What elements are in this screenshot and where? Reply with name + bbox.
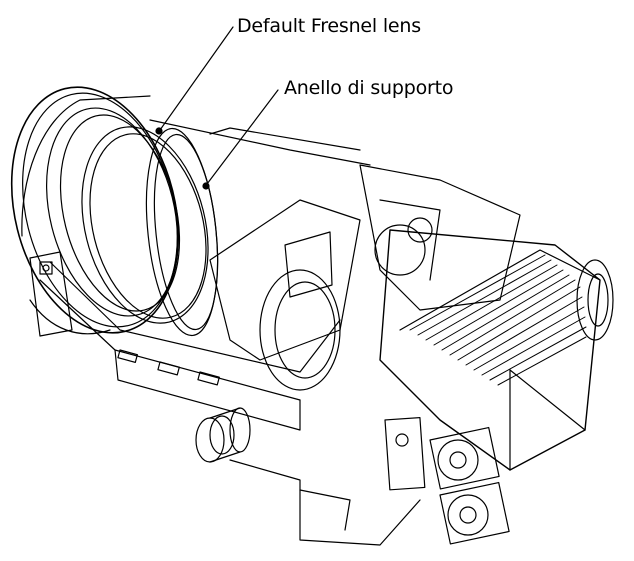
front-bracket bbox=[29, 251, 73, 337]
support-ring-label: Anello di supporto bbox=[284, 77, 454, 99]
fan-upper bbox=[429, 426, 500, 490]
ring-leader-line bbox=[206, 89, 279, 185]
cooling-fins bbox=[409, 254, 587, 386]
fresnel-lens bbox=[81, 126, 209, 324]
connector-knob bbox=[195, 407, 251, 463]
lower-assembly bbox=[229, 416, 426, 546]
lens-housing bbox=[10, 86, 181, 335]
fan-side bbox=[576, 259, 614, 341]
fresnel-lens-label: Default Fresnel lens bbox=[237, 15, 421, 37]
chassis bbox=[39, 119, 371, 431]
fan-lower bbox=[439, 481, 510, 545]
fresnel-leader-line bbox=[159, 26, 234, 131]
internal-module bbox=[209, 164, 521, 391]
fresnel-leader-dot bbox=[155, 127, 163, 135]
lamp-housing bbox=[379, 229, 601, 471]
support-ring bbox=[145, 127, 219, 337]
